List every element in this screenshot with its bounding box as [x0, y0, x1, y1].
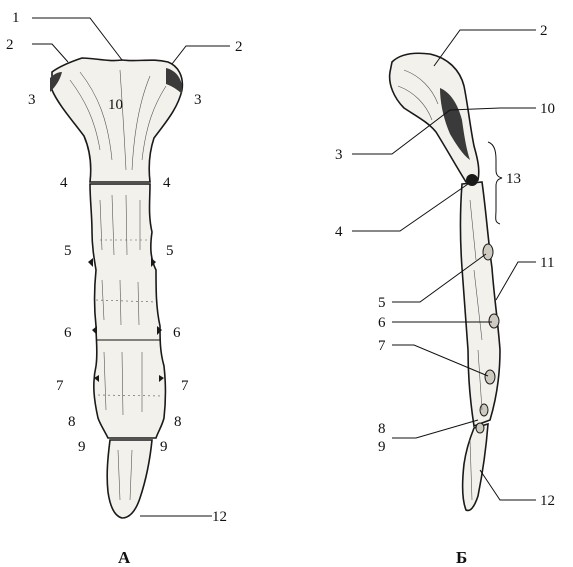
label-r7: 7: [378, 338, 386, 354]
label-r5: 5: [378, 295, 386, 311]
label-1: 1: [12, 10, 20, 26]
label-2-left: 2: [6, 37, 14, 53]
lateral-notch-8: [480, 404, 488, 416]
sternal-body-shape: [90, 184, 166, 438]
leader-r8-r9: [392, 420, 478, 438]
label-r2: 2: [540, 23, 548, 39]
lateral-notch-5: [483, 244, 493, 260]
lateral-notch-7: [485, 370, 495, 384]
sternum-lateral-view: 2 10 3 13 4 11 5 6 7 8 9 12 Б: [335, 23, 555, 567]
label-3-left: 3: [28, 92, 36, 108]
label-7-left: 7: [56, 378, 64, 394]
label-6-right: 6: [173, 325, 181, 341]
brace-13: [488, 142, 502, 224]
label-7-right: 7: [181, 378, 189, 394]
label-8-right: 8: [174, 414, 182, 430]
label-10: 10: [108, 97, 123, 113]
label-r8: 8: [378, 421, 386, 437]
leader-r4: [352, 184, 468, 231]
panel-label-b: Б: [456, 548, 467, 567]
panel-label-a: А: [118, 548, 131, 567]
label-r9: 9: [378, 439, 386, 455]
label-r6: 6: [378, 315, 386, 331]
label-4-right: 4: [163, 175, 171, 191]
sternum-anterior-view: 1 2 2 3 3 10 4 4 5 5 6 6 7 7 8 8 9 9 12 …: [6, 10, 243, 567]
label-6-left: 6: [64, 325, 72, 341]
label-5-right: 5: [166, 243, 174, 259]
manubrium-shape: [52, 58, 182, 182]
label-r13: 13: [506, 171, 521, 187]
label-9-right: 9: [160, 439, 168, 455]
lateral-xiphoid-shape: [463, 424, 488, 510]
leader-1: [32, 18, 122, 60]
leader-r12: [480, 470, 536, 500]
label-8-left: 8: [68, 414, 76, 430]
leader-2-left: [32, 44, 68, 62]
lateral-notch-9: [476, 423, 484, 433]
label-12-left: 12: [212, 509, 227, 525]
leader-2-right: [172, 46, 230, 64]
label-r12: 12: [540, 493, 555, 509]
lateral-notch-6: [489, 314, 499, 328]
label-5-left: 5: [64, 243, 72, 259]
lateral-manubrium-shape: [390, 53, 479, 182]
xiphoid-process-shape: [107, 440, 152, 518]
label-r10: 10: [540, 101, 555, 117]
label-r11: 11: [540, 255, 554, 271]
notch-left-5: [88, 258, 93, 267]
label-2-right: 2: [235, 39, 243, 55]
leader-r11: [496, 262, 536, 300]
notch-left-6: [92, 326, 97, 335]
leader-r2: [434, 30, 536, 66]
label-4-left: 4: [60, 175, 68, 191]
lateral-body-shape: [461, 182, 501, 426]
label-3-right: 3: [194, 92, 202, 108]
label-r4: 4: [335, 224, 343, 240]
label-r3: 3: [335, 147, 343, 163]
label-9-left: 9: [78, 439, 86, 455]
